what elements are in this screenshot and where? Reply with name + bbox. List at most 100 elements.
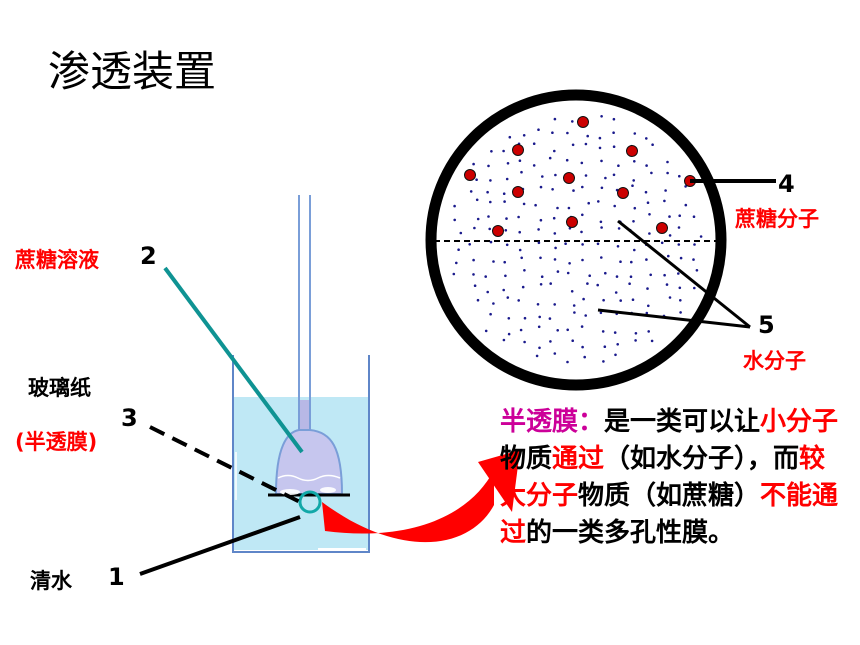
- water-molecule-dot: [615, 275, 619, 278]
- water-molecule-dot: [504, 229, 508, 232]
- water-molecule-dot: [634, 339, 637, 342]
- water-molecule-dot: [679, 256, 683, 260]
- water-molecule-dot: [468, 243, 472, 246]
- water-molecule-dot: [651, 143, 654, 146]
- water-molecule-dot: [648, 232, 651, 235]
- water-molecule-dot: [455, 261, 458, 265]
- water-molecule-dot: [668, 215, 671, 218]
- water-molecule-dot: [633, 206, 637, 210]
- water-molecule-dot: [584, 174, 588, 177]
- water-molecule-dot: [602, 360, 605, 363]
- label-number-5: 5: [758, 311, 775, 339]
- water-molecule-dot: [597, 200, 600, 203]
- water-molecule-dot: [453, 204, 456, 208]
- water-molecule-dot: [598, 146, 602, 150]
- zoom-circle: [298, 490, 322, 514]
- water-molecule-dot: [586, 134, 589, 138]
- water-molecule-dot: [519, 328, 523, 332]
- water-molecule-dot: [600, 115, 603, 118]
- water-molecule-dot: [581, 345, 584, 349]
- water-molecule-dot: [503, 260, 507, 264]
- water-molecule-dot: [537, 325, 541, 329]
- sucrose-molecule-dot: [566, 216, 578, 228]
- label-cellophane: 玻璃纸: [28, 376, 91, 400]
- water-molecule-dot: [633, 132, 637, 135]
- water-molecule-dot: [517, 215, 520, 219]
- water-molecule-dot: [548, 317, 552, 320]
- water-molecule-dot: [573, 311, 576, 314]
- water-molecule-dot: [677, 226, 681, 229]
- water-molecule-dot: [650, 171, 653, 175]
- water-molecule-dot: [469, 190, 473, 193]
- water-molecule-dot: [619, 299, 622, 302]
- water-molecule-dot: [538, 346, 541, 350]
- water-molecule-dot: [549, 340, 552, 343]
- water-molecule-dot: [489, 200, 492, 204]
- water-molecule-dot: [612, 117, 616, 121]
- water-molecule-dot: [553, 117, 557, 121]
- water-molecule-dot: [663, 273, 666, 277]
- water-molecule-dot: [549, 282, 552, 285]
- water-molecule-dot: [476, 298, 480, 302]
- water-molecule-dot: [556, 329, 559, 332]
- water-molecule-dot: [695, 269, 699, 272]
- water-molecule-dot: [596, 242, 600, 246]
- water-molecule-dot: [644, 190, 648, 194]
- membrane-sparkle: [280, 489, 300, 495]
- water-molecule-dot: [489, 179, 492, 182]
- water-molecule-dot: [535, 354, 539, 358]
- water-molecule-dot: [678, 174, 681, 178]
- water-molecule-dot: [532, 142, 536, 145]
- definition-term: 半透膜：: [500, 407, 605, 437]
- label-number-1: 1: [108, 563, 125, 591]
- water-molecule-dot: [486, 190, 489, 194]
- water-molecule-dot: [580, 230, 583, 234]
- water-molecule-dot: [631, 298, 635, 302]
- water-molecule-dot: [612, 173, 616, 177]
- water-molecule-dot: [523, 269, 526, 272]
- water-molecule-dot: [580, 325, 584, 328]
- water-molecule-dot: [663, 199, 666, 203]
- sucrose-molecule-dot: [512, 186, 524, 198]
- water-molecule-dot: [502, 288, 506, 292]
- water-molecule-dot: [604, 176, 607, 180]
- sucrose-molecule-dot: [626, 145, 638, 157]
- pointer-2: [163, 266, 304, 454]
- water-molecule-dot: [580, 161, 584, 165]
- water-molecule-dot: [537, 228, 540, 231]
- water-molecule-dot: [612, 131, 615, 134]
- water-molecule-dot: [616, 343, 619, 346]
- water-molecule-dot: [588, 274, 591, 278]
- water-molecule-dot: [599, 311, 603, 315]
- water-molecule-dot: [693, 286, 696, 290]
- water-molecule-dot: [614, 291, 618, 294]
- water-molecule-dot: [645, 137, 648, 140]
- water-molecule-dot: [660, 241, 664, 245]
- water-molecule-dot: [567, 206, 571, 210]
- water-molecule-dot: [571, 339, 574, 343]
- water-molecule-dot: [664, 189, 667, 192]
- label-number-3: 3: [121, 404, 138, 432]
- label-water-molecule: 水分子: [743, 349, 806, 373]
- water-molecule-dot: [602, 298, 605, 302]
- water-molecule-dot: [522, 202, 526, 206]
- water-molecule-dot: [539, 256, 542, 260]
- water-molecule-dot: [668, 296, 672, 299]
- label-semipermeable: (半透膜): [15, 430, 98, 454]
- water-molecule-dot: [693, 243, 696, 246]
- water-molecule-dot: [484, 275, 488, 278]
- water-molecule-dot: [631, 184, 634, 187]
- water-molecule-dot: [566, 131, 569, 135]
- arrow-head: [478, 450, 520, 512]
- label-number-2: 2: [140, 242, 157, 270]
- water-molecule-dot: [551, 188, 554, 191]
- water-molecule-dot: [699, 235, 703, 238]
- water-molecule-dot: [646, 201, 650, 204]
- water-molecule-dot: [667, 254, 670, 258]
- water-molecule-dot: [581, 258, 584, 262]
- water-molecule-dot: [539, 218, 543, 222]
- water-molecule-dot: [613, 204, 616, 208]
- water-molecule-dot: [475, 178, 478, 181]
- sucrose-molecule-dot: [512, 144, 524, 156]
